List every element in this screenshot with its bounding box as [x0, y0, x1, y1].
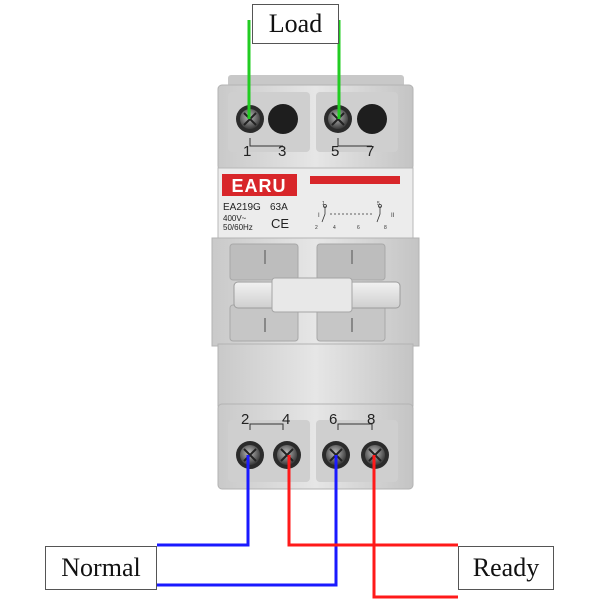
load-wires: [247, 20, 341, 119]
ready-wires: [287, 455, 458, 599]
voltage-rating: 400V~: [223, 214, 247, 223]
wiring-schematic: [321, 204, 382, 223]
bottom-terminal-label-2: 2: [241, 411, 249, 428]
current-rating: 63A: [270, 202, 288, 213]
schematic-label-5: 5: [377, 201, 380, 207]
switch-lever[interactable]: [233, 277, 401, 313]
load-label: Load: [252, 4, 339, 44]
top-terminal-label-7: 7: [366, 143, 374, 160]
ce-mark: CE: [271, 216, 289, 231]
normal-wires: [157, 455, 338, 587]
schematic-position-i: I: [318, 213, 320, 219]
bottom-terminal-label-4: 4: [282, 411, 290, 428]
label-plate: EARU EA219G 63A 400V~ 50/60Hz CE 1 5 I I…: [217, 167, 414, 241]
schematic-label-4: 4: [333, 225, 336, 231]
top-terminal-label-1: 1: [243, 143, 251, 160]
bottom-terminal-label-6: 6: [329, 411, 337, 428]
normal-label: Normal: [45, 546, 157, 590]
schematic-label-6: 6: [357, 225, 360, 231]
brand-logo: EARU: [231, 176, 286, 196]
bottom-terminal-label-8: 8: [367, 411, 375, 428]
schematic-label-1: 1: [322, 201, 325, 207]
schematic-label-2: 2: [315, 225, 318, 231]
top-terminal-label-3: 3: [278, 143, 286, 160]
schematic-label-8: 8: [384, 225, 387, 231]
bottom-terminal-4: [273, 441, 301, 469]
bottom-terminal-2: [236, 441, 264, 469]
frequency-rating: 50/60Hz: [223, 223, 253, 232]
ready-label: Ready: [458, 546, 554, 590]
top-terminal-label-5: 5: [331, 143, 339, 160]
model-number: EA219G: [223, 202, 261, 213]
top-terminal-3: [268, 104, 298, 134]
schematic-position-ii: II: [391, 213, 395, 219]
top-terminal-7: [357, 104, 387, 134]
